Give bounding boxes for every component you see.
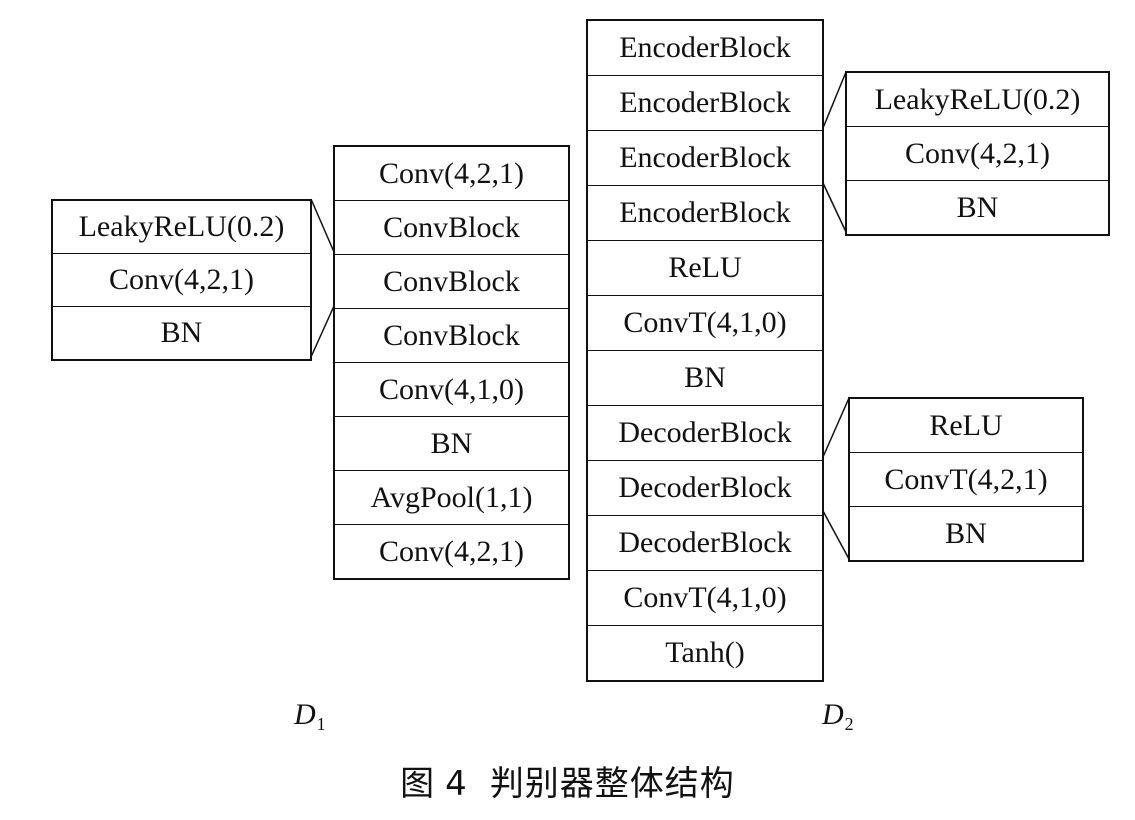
d2-encoder-detail-layer-3: BN <box>847 181 1108 235</box>
d2-layer-2: EncoderBlock <box>588 76 822 131</box>
d1-layer-5: Conv(4,1,0) <box>335 363 568 417</box>
d1-label: D1 <box>294 698 326 734</box>
d2-decoder-detail-layer-1: ReLU <box>850 399 1082 453</box>
d1-layer-3: ConvBlock <box>335 255 568 309</box>
d2-main-stack: EncoderBlock EncoderBlock EncoderBlock E… <box>586 19 824 682</box>
d2-layer-6: ConvT(4,1,0) <box>588 296 822 351</box>
d2-decoder-detail-layer-2: ConvT(4,2,1) <box>850 453 1082 507</box>
d2-layer-10: DecoderBlock <box>588 516 822 571</box>
d1-layer-6: BN <box>335 417 568 471</box>
d1-layer-7: AvgPool(1,1) <box>335 471 568 525</box>
d2-label-subscript: 2 <box>844 714 854 734</box>
d2-layer-9: DecoderBlock <box>588 461 822 516</box>
caption-title: 判别器整体结构 <box>489 764 735 804</box>
caption-number: 4 <box>445 764 468 804</box>
d2-layer-7: BN <box>588 351 822 406</box>
d2-layer-12: Tanh() <box>588 626 822 681</box>
d2-layer-8: DecoderBlock <box>588 406 822 461</box>
d2-decoder-connector-bottom <box>822 510 850 560</box>
d1-detail-connector-bottom <box>310 305 335 358</box>
d2-encoder-detail-layer-1: LeakyReLU(0.2) <box>847 73 1108 127</box>
d2-layer-11: ConvT(4,1,0) <box>588 571 822 626</box>
d1-detail-layer-2: Conv(4,2,1) <box>53 254 310 307</box>
d1-layer-2: ConvBlock <box>335 201 568 255</box>
d1-detail-layer-3: BN <box>53 307 310 360</box>
d2-encoderblock-detail: LeakyReLU(0.2) Conv(4,2,1) BN <box>845 71 1110 236</box>
d2-decoder-detail-layer-3: BN <box>850 507 1082 561</box>
d2-layer-1: EncoderBlock <box>588 21 822 76</box>
d1-detail-connector-top <box>310 198 335 253</box>
d2-layer-4: EncoderBlock <box>588 186 822 241</box>
d1-layer-4: ConvBlock <box>335 309 568 363</box>
d1-convblock-detail: LeakyReLU(0.2) Conv(4,2,1) BN <box>51 199 312 361</box>
caption-prefix: 图 <box>400 764 436 804</box>
d2-decoder-connector-top <box>822 397 850 458</box>
d2-label-letter: D <box>822 698 844 731</box>
d1-label-letter: D <box>294 698 316 731</box>
d2-label: D2 <box>822 698 854 734</box>
d2-decoderblock-detail: ReLU ConvT(4,2,1) BN <box>848 397 1084 562</box>
d2-encoder-connector-top <box>822 71 847 129</box>
d1-layer-1: Conv(4,2,1) <box>335 147 568 201</box>
d2-layer-3: EncoderBlock <box>588 131 822 186</box>
d1-label-subscript: 1 <box>316 714 326 734</box>
d1-layer-8: Conv(4,2,1) <box>335 525 568 579</box>
d2-encoder-connector-bottom <box>822 182 847 233</box>
d2-encoder-detail-layer-2: Conv(4,2,1) <box>847 127 1108 181</box>
d1-main-stack: Conv(4,2,1) ConvBlock ConvBlock ConvBloc… <box>333 145 570 580</box>
d2-layer-5: ReLU <box>588 241 822 296</box>
d1-detail-layer-1: LeakyReLU(0.2) <box>53 201 310 254</box>
